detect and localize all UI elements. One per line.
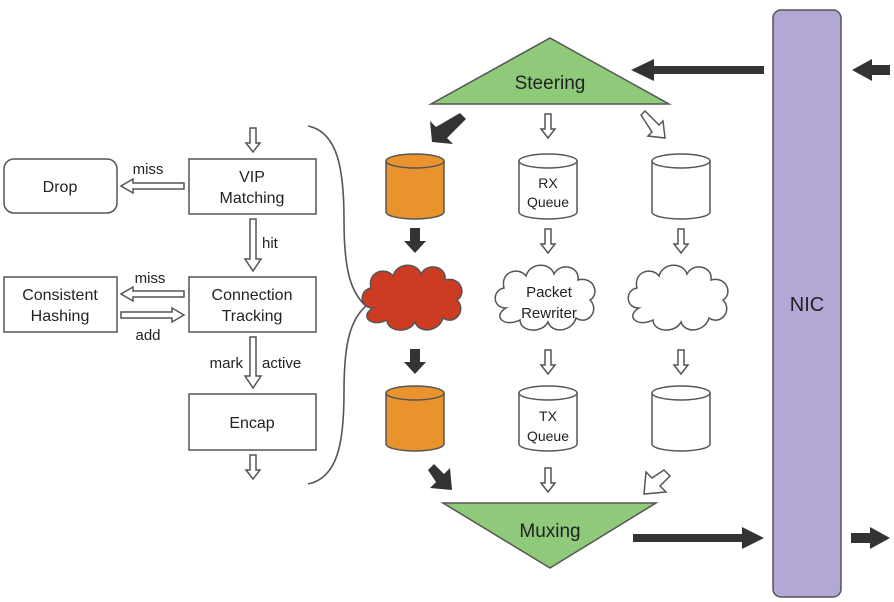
hit-label: hit bbox=[262, 235, 279, 252]
miss-drop-label: miss bbox=[133, 161, 164, 178]
tx-queue-line2: Queue bbox=[527, 428, 569, 444]
steering-triangle: Steering bbox=[428, 37, 672, 105]
encap-box: Encap bbox=[188, 393, 317, 451]
vip-matching-line2: Matching bbox=[220, 190, 285, 207]
nic-label: NIC bbox=[790, 294, 824, 316]
connection-tracking-box: Connection Tracking bbox=[188, 276, 317, 333]
pipeline-output-arrow bbox=[245, 454, 261, 480]
consistent-hashing-line2: Hashing bbox=[31, 308, 90, 325]
add-label: add bbox=[135, 327, 160, 344]
consistent-hashing-line1: Consistent bbox=[22, 287, 98, 304]
lane3-tx-queue bbox=[651, 385, 711, 452]
rx-queue-line1: RX bbox=[538, 175, 558, 191]
steering-label: Steering bbox=[515, 73, 586, 94]
lane1-arrow-2 bbox=[404, 349, 426, 374]
hit-arrow bbox=[243, 218, 263, 273]
steer-right-arrow bbox=[640, 109, 666, 139]
pipeline-input-arrow bbox=[245, 127, 261, 153]
outgoing-arrow bbox=[851, 527, 890, 549]
connection-tracking-line2: Tracking bbox=[222, 308, 283, 325]
muxing-triangle: Muxing bbox=[440, 502, 659, 569]
add-to-tracking-arrow bbox=[120, 306, 186, 324]
miss-to-hashing-arrow bbox=[119, 285, 185, 303]
packet-rewriter-cloud: Packet Rewriter bbox=[494, 264, 596, 331]
lane2-to-mux-arrow bbox=[540, 467, 556, 493]
orange-rx-queue bbox=[385, 153, 445, 220]
tx-queue: TX Queue bbox=[518, 385, 578, 452]
lane2-arrow-1 bbox=[540, 228, 556, 254]
connection-tracking-line1: Connection bbox=[212, 287, 293, 304]
muxing-to-nic-arrow bbox=[633, 527, 764, 549]
mark-active-arrow bbox=[243, 336, 263, 390]
vip-matching-line1: VIP bbox=[239, 169, 265, 186]
rx-queue-line2: Queue bbox=[527, 194, 569, 210]
lane3-rx-queue bbox=[651, 153, 711, 220]
consistent-hashing-box: Consistent Hashing bbox=[3, 276, 118, 333]
lane1-arrow-1 bbox=[404, 228, 426, 253]
lane2-arrow-2 bbox=[540, 349, 556, 375]
packet-rewriter-line2: Rewriter bbox=[521, 305, 577, 322]
mark-label: mark bbox=[210, 355, 244, 372]
packet-rewriter-line1: Packet bbox=[526, 284, 573, 301]
miss-hash-label: miss bbox=[135, 270, 166, 287]
lane3-arrow-1 bbox=[673, 228, 689, 254]
lane3-cloud bbox=[627, 264, 729, 331]
drop-label: Drop bbox=[43, 179, 78, 196]
encap-label: Encap bbox=[229, 415, 274, 432]
steer-mid-arrow bbox=[540, 113, 556, 139]
red-processing-cloud bbox=[361, 264, 463, 331]
lane3-arrow-2 bbox=[673, 349, 689, 375]
orange-tx-queue bbox=[385, 385, 445, 452]
lane1-to-mux-arrow bbox=[428, 464, 452, 490]
muxing-label: Muxing bbox=[519, 521, 580, 542]
drop-box: Drop bbox=[3, 158, 118, 214]
rx-queue: RX Queue bbox=[518, 153, 578, 220]
lane3-to-mux-arrow bbox=[643, 469, 672, 495]
tx-queue-line1: TX bbox=[539, 408, 558, 424]
vip-matching-box: VIP Matching bbox=[188, 158, 317, 215]
nic-to-steering-arrow bbox=[631, 59, 764, 81]
active-label: active bbox=[262, 355, 301, 372]
steer-left-arrow bbox=[430, 113, 466, 144]
nic-block: NIC bbox=[772, 9, 842, 598]
incoming-arrow bbox=[852, 59, 890, 81]
miss-to-drop-arrow bbox=[119, 177, 185, 195]
